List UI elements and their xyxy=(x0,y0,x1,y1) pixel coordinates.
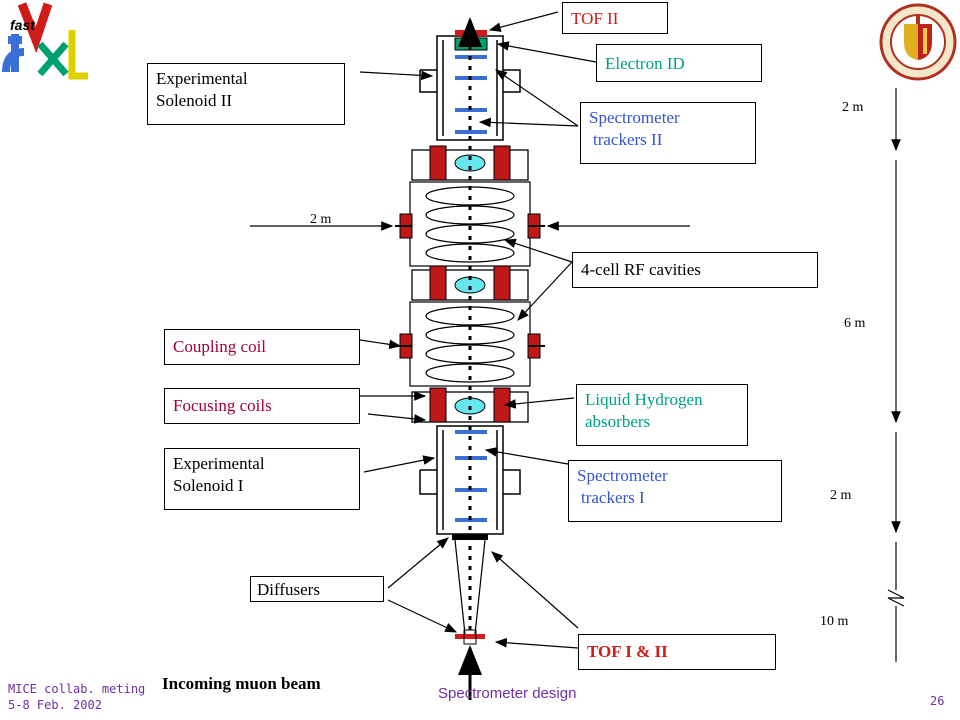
focusing-coils-box: Focusing coils xyxy=(164,388,360,424)
exp-solenoid-ii-line1: Experimental xyxy=(156,69,248,88)
tof-i-counter xyxy=(455,629,485,645)
liquid-hydrogen-box: Liquid Hydrogen absorbers xyxy=(576,384,748,446)
experimental-solenoid-ii-box: Experimental Solenoid II xyxy=(147,63,345,125)
exp-solenoid-ii-line2: Solenoid II xyxy=(156,91,233,110)
spectrometer-trackers-i-box: Spectrometer trackers I xyxy=(568,460,782,522)
dim-10m: 10 m xyxy=(820,614,849,629)
leader-lines xyxy=(250,11,690,649)
dim-2m-top: 2 m xyxy=(842,100,864,115)
collab-line1: MICE collab. meting xyxy=(8,682,146,696)
rf-cavities-lower xyxy=(409,301,531,387)
tof-i-ii-box: TOF I & II xyxy=(578,634,776,670)
electron-id-label: Electron ID xyxy=(605,54,685,73)
liquid-h-line1: Liquid Hydrogen xyxy=(585,390,703,409)
rf-cavities-label: 4-cell RF cavities xyxy=(581,260,701,279)
diffusers-box: Diffusers xyxy=(250,576,384,602)
spectrometer-i-line2: trackers I xyxy=(581,488,645,507)
absorber-module-middle xyxy=(411,265,529,301)
rf-cavities-upper xyxy=(409,181,531,267)
tof-i-ii-label: TOF I & II xyxy=(587,642,668,661)
tof-ii-label: TOF II xyxy=(571,9,619,28)
spectrometer-trackers-ii-box: Spectrometer trackers II xyxy=(580,102,756,164)
spectrometer-ii-line1: Spectrometer xyxy=(589,108,680,127)
dimension-scale xyxy=(887,88,905,662)
spectrometer-i-line1: Spectrometer xyxy=(577,466,668,485)
fastnu-logo: fast xyxy=(2,0,92,80)
liquid-h-line2: absorbers xyxy=(585,412,651,431)
experimental-solenoid-i-box: Experimental Solenoid I xyxy=(164,448,360,510)
electron-id-box: Electron ID xyxy=(596,44,762,82)
dim-rf-2m: 2 m xyxy=(310,212,332,227)
coupling-coil-box: Coupling coil xyxy=(164,329,360,365)
beam-cone xyxy=(454,539,486,635)
slide-title: Spectrometer design xyxy=(438,685,577,702)
logo-text: fast xyxy=(10,17,36,33)
absorber-module-bottom xyxy=(411,387,529,423)
rf-cavities-box: 4-cell RF cavities xyxy=(572,252,818,288)
exp-solenoid-i-line2: Solenoid I xyxy=(173,476,244,495)
dim-6m: 6 m xyxy=(844,316,866,331)
diffusers-label: Diffusers xyxy=(257,580,320,599)
solenoid-i xyxy=(419,425,521,535)
tof-ii-box: TOF II xyxy=(562,2,668,34)
exp-solenoid-i-line1: Experimental xyxy=(173,454,265,473)
incoming-muon-beam-label: Incoming muon beam xyxy=(162,674,321,693)
dim-2m-lower: 2 m xyxy=(830,488,852,503)
coupling-coil-label: Coupling coil xyxy=(173,337,267,356)
focusing-coils-label: Focusing coils xyxy=(173,396,272,415)
collab-line2: 5-8 Feb. 2002 xyxy=(8,698,102,712)
absorber-module-top xyxy=(411,145,529,181)
coupling-coil-upper xyxy=(395,213,545,239)
spectrometer-ii-line2: trackers II xyxy=(593,130,663,149)
page-number: 26 xyxy=(930,694,945,708)
geneva-seal xyxy=(878,2,958,82)
